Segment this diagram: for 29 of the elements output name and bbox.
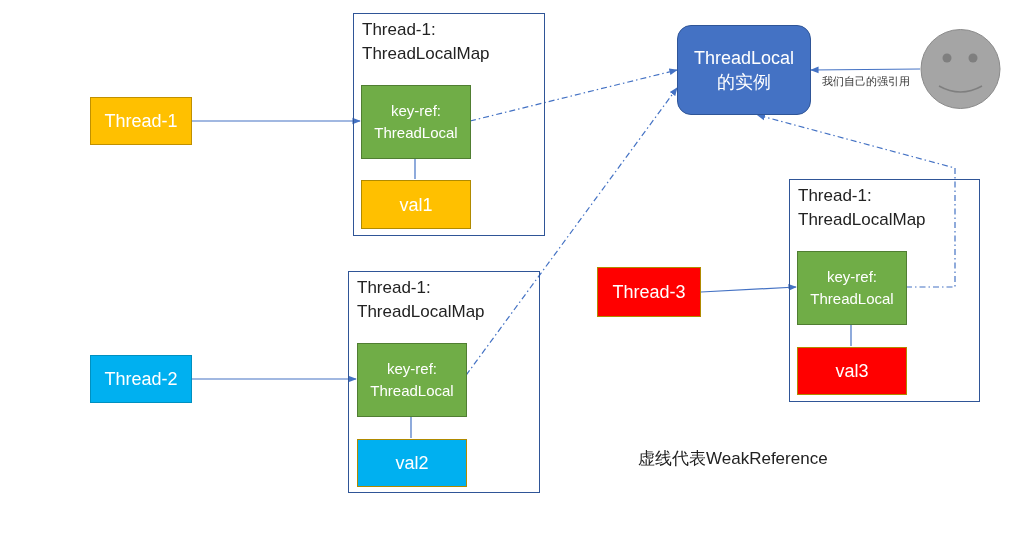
map-container — [789, 179, 980, 402]
dashed-arrow — [465, 87, 678, 376]
arrow — [700, 284, 797, 293]
key-box: key-ref: ThreadLocal — [357, 343, 467, 417]
map-title: Thread-1: ThreadLocalMap — [798, 185, 927, 231]
thread-box: Thread-2 — [90, 355, 192, 403]
map-container — [348, 271, 540, 493]
connector-line — [850, 323, 852, 347]
connector-line — [414, 157, 416, 180]
key-box: key-ref: ThreadLocal — [797, 251, 907, 325]
key-box: key-ref: ThreadLocal — [361, 85, 471, 159]
edge-label: 我们自己的强引用 — [819, 73, 912, 88]
note-text: 虚线代表WeakReference — [638, 448, 828, 470]
map-title: Thread-1: ThreadLocalMap — [362, 19, 491, 65]
arrow — [191, 375, 357, 383]
value-box: val3 — [797, 347, 907, 395]
instance-box: ThreadLocal 的实例 — [677, 25, 811, 115]
connector-line — [410, 415, 412, 439]
value-box: val1 — [361, 180, 471, 229]
thread-box: Thread-1 — [90, 97, 192, 145]
value-box: val2 — [357, 439, 467, 487]
smiley-face — [920, 28, 1001, 110]
dashed-arrow — [756, 113, 956, 288]
arrow — [810, 66, 921, 74]
thread-box: Thread-3 — [597, 267, 701, 317]
map-container — [353, 13, 545, 236]
arrow — [191, 117, 361, 125]
dashed-arrow — [469, 68, 678, 122]
map-title: Thread-1: ThreadLocalMap — [357, 277, 486, 323]
